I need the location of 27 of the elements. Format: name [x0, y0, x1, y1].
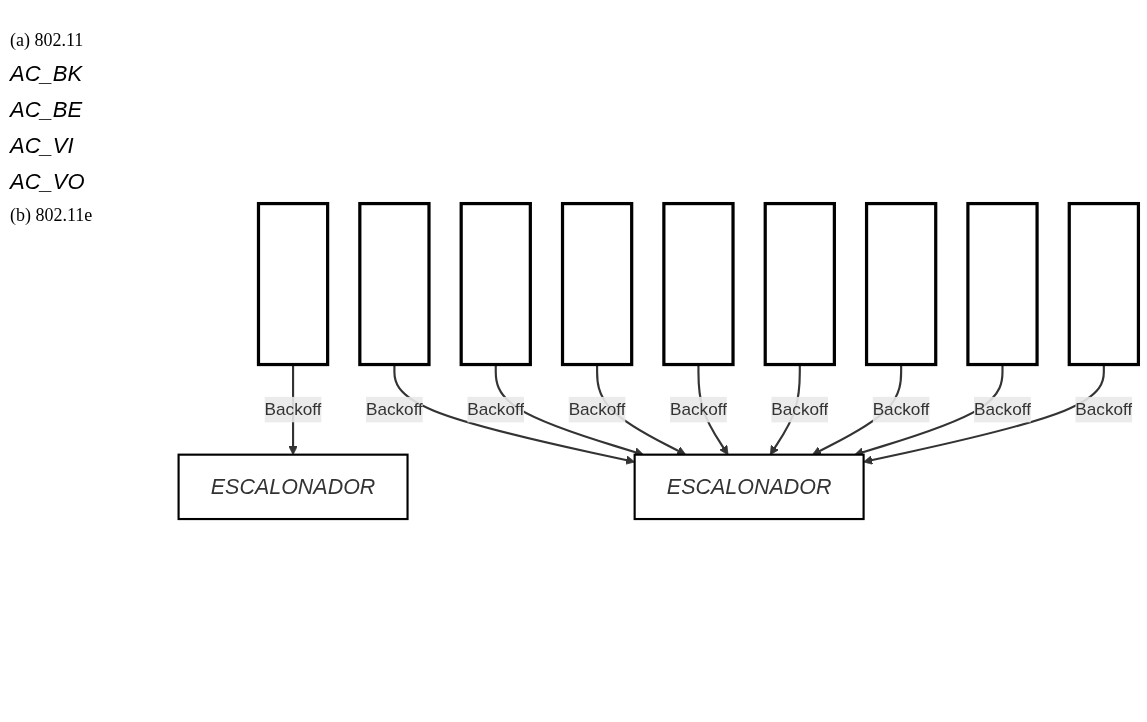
node-box [1067, 201, 1140, 366]
edge-label: Backoff [771, 399, 829, 418]
edge-label: Backoff [467, 399, 525, 418]
edge-label: Backoff [365, 399, 423, 418]
edge-label: Backoff [1075, 399, 1133, 418]
node-box [864, 201, 938, 366]
queue-group-label: AC_VI [10, 133, 75, 159]
arrow [863, 364, 1105, 465]
node-box [256, 201, 330, 366]
edge-label: Backoff [974, 399, 1031, 418]
edge-label: Backoff [568, 399, 626, 418]
node-box: ESCALONADOR [633, 453, 865, 520]
queue-group-label: AC_BE [10, 97, 84, 123]
edge-label: Backoff [669, 399, 727, 418]
queue-group-label: AC_VO [10, 169, 86, 195]
edge-label: Backoff [872, 399, 930, 418]
node-box [358, 201, 431, 366]
node-box [459, 201, 532, 366]
queue-group-label: AC_BK [10, 61, 84, 87]
figure-caption: (b) 802.11e [10, 205, 94, 226]
node-box [560, 201, 634, 366]
node-box [966, 201, 1039, 366]
node-box [662, 201, 735, 366]
figure-caption: (a) 802.11 [10, 30, 85, 51]
edge-label: Backoff [264, 399, 322, 418]
node-box [763, 201, 836, 366]
node-box: ESCALONADOR [177, 453, 409, 520]
